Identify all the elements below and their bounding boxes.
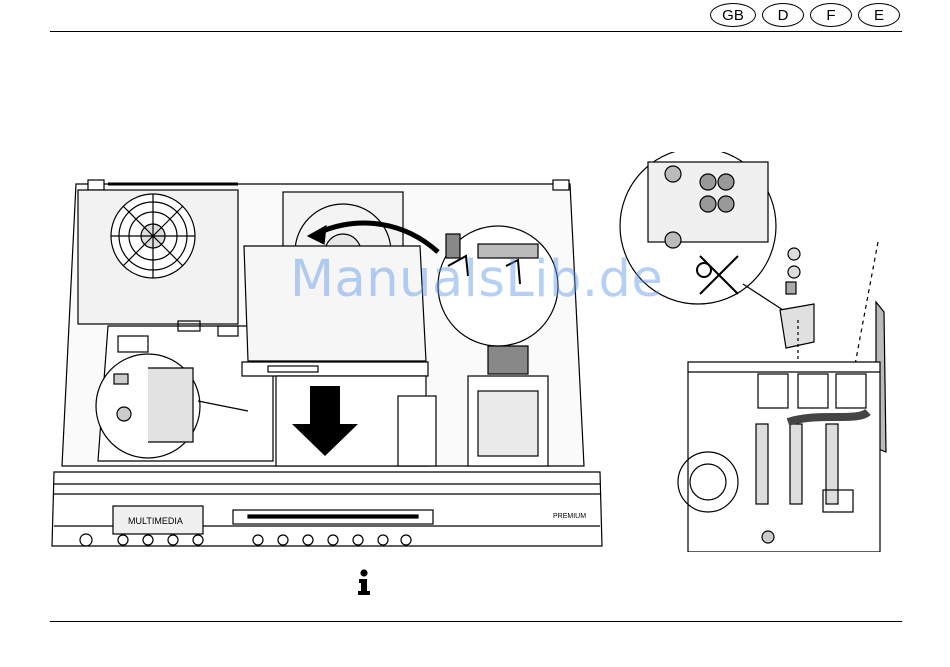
device-interior-illustration: PREMIUM MULTIMEDIA (48, 176, 608, 551)
front-logo: MULTIMEDIA (128, 516, 183, 526)
header-rule (50, 31, 902, 32)
language-selector: GB D F E (710, 3, 900, 27)
language-gb-button[interactable]: GB (710, 3, 756, 27)
language-d-button[interactable]: D (762, 3, 804, 27)
card-install-illustration (618, 152, 888, 552)
language-f-button[interactable]: F (810, 3, 852, 27)
watermark: ManualsLib.de (290, 250, 663, 309)
footer-rule (50, 621, 902, 622)
language-e-button[interactable]: E (858, 3, 900, 27)
brand-label: PREMIUM (553, 513, 586, 520)
info-icon (356, 569, 372, 595)
